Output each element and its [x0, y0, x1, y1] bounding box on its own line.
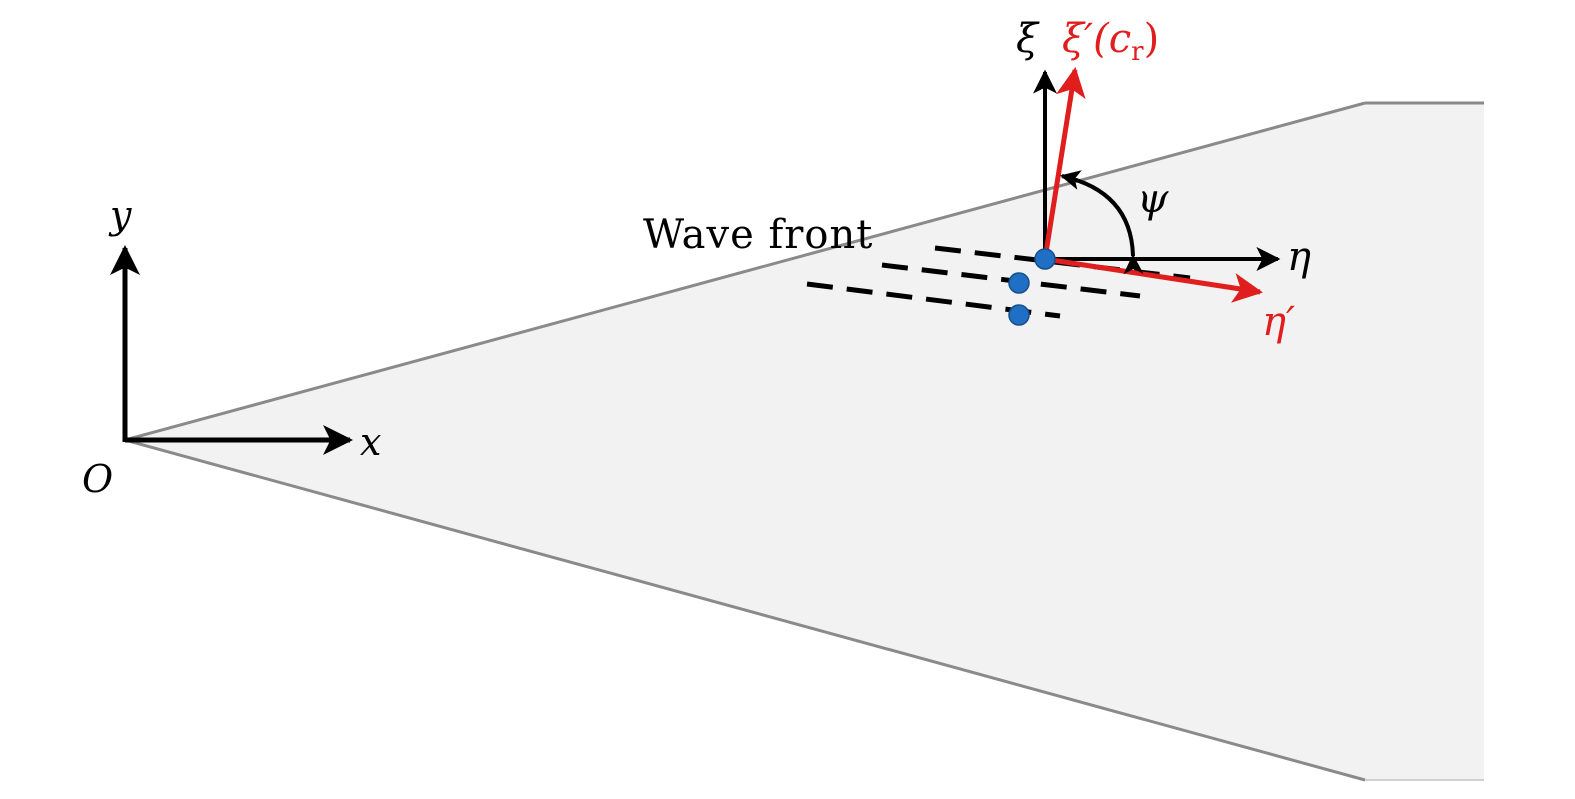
xi-prime-axis [1042, 67, 1086, 260]
psi-label: ψ [1137, 176, 1169, 222]
origin-point [1034, 248, 1056, 270]
y-axis-label: y [108, 193, 132, 237]
xi-prime-label: ξ′(cr) [1062, 16, 1159, 67]
xi-prime-close: ) [1144, 16, 1160, 62]
xi-prime-subscript: r [1131, 37, 1144, 67]
x-axis-label: x [360, 420, 381, 464]
wedge-leading-edge-upper [124, 101, 1366, 442]
wave-front-label: Wave front [643, 212, 873, 258]
wave-front-point-3 [1008, 304, 1030, 326]
xi-prime-c: c [1109, 16, 1131, 62]
xi-label: ξ [1016, 16, 1040, 62]
xi-prime-symbol: ξ′( [1062, 16, 1110, 62]
wedge-leading-edge-lower [124, 438, 1366, 782]
eta-label: η [1287, 234, 1311, 280]
eta-prime-label: η′ [1262, 299, 1295, 345]
wave-front-point-2 [1008, 272, 1030, 294]
origin-label: O [82, 457, 113, 501]
psi-angle-arc [1060, 170, 1144, 275]
